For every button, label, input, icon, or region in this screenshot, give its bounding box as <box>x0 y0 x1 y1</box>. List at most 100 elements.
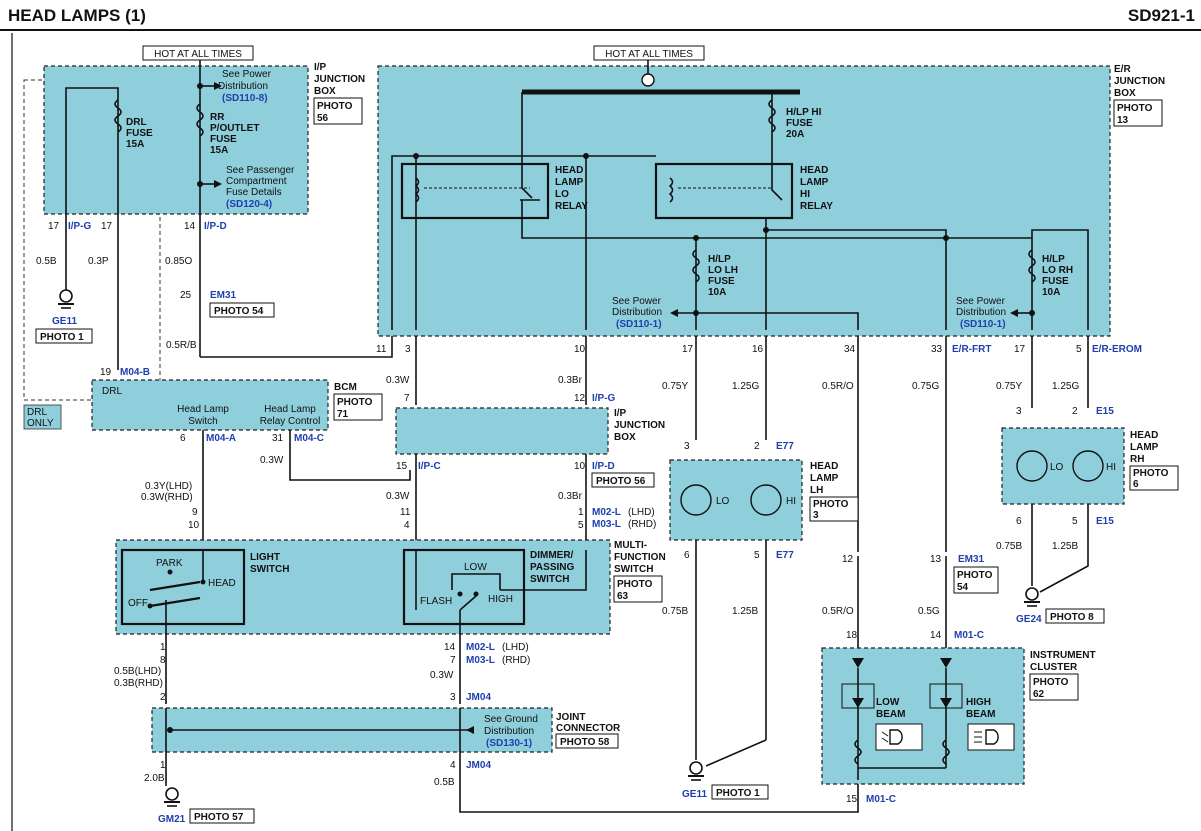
label-pins-p18: 18 <box>846 630 858 641</box>
label-pins-p17a: 17 <box>48 221 60 232</box>
label-pins-p2l: 2 <box>754 441 760 452</box>
hi-beam-bulb-lh-icon <box>750 484 782 516</box>
label-pins-c_m01c2: M01-C <box>866 794 896 805</box>
label-pins-w05b3: 0.5B <box>434 777 455 788</box>
label-pins-c_jm04: JM04 <box>466 692 491 703</box>
label-pins-photo54b-0: PHOTO <box>957 570 993 581</box>
label-pins-w075g: 0.75G <box>912 381 939 392</box>
label-pins-p25: 25 <box>180 290 192 301</box>
label-erjb-lolh_fuse-2: FUSE <box>708 276 735 287</box>
label-pins-p8: 8 <box>160 655 166 666</box>
label-joint-title-0: JOINT <box>556 712 585 723</box>
label-pins-gm21: GM21 <box>158 814 186 825</box>
label-mfs-dimmer-0: DIMMER/ <box>530 550 574 561</box>
drl-only-tag <box>23 404 62 430</box>
label-pins-photo57: PHOTO 57 <box>194 812 244 823</box>
label-pins-c_ipc: I/P-C <box>418 461 441 472</box>
label-erjb-lorh_fuse-2: FUSE <box>1042 276 1069 287</box>
label-erjb-title-0: E/R <box>1114 64 1131 75</box>
label-pins-p10b: 10 <box>574 461 586 472</box>
lo-beam-bulb-lh-icon <box>680 484 712 516</box>
label-cluster-photo-0: PHOTO <box>1033 677 1069 688</box>
label-lamp_rh-title-1: LAMP <box>1130 442 1159 453</box>
label-pins-c_e15b: E15 <box>1096 516 1114 527</box>
label-pins-w03br2: 0.3Br <box>558 491 583 502</box>
label-pins-c_e15: E15 <box>1096 406 1114 417</box>
label-pins-c_m02l: M02-L <box>592 507 621 518</box>
label-erjb-hi_relay-1: LAMP <box>800 177 829 188</box>
label-erjb-lorh_fuse-1: LO RH <box>1042 265 1073 276</box>
label-pins-c_m04a: M04-A <box>206 433 236 444</box>
label-erjb-lolh_fuse-3: 10A <box>708 287 726 298</box>
label-mfs-photo-0: PHOTO <box>617 579 653 590</box>
label-erjb-lolh_fuse-0: H/LP <box>708 254 731 265</box>
label-bcm-drl: DRL <box>102 386 122 397</box>
ground-ge11: GE11 PHOTO 1 <box>35 289 93 344</box>
label-tags-hot2: HOT AT ALL TIMES <box>605 49 693 60</box>
label-pins-p2r: 2 <box>1072 406 1078 417</box>
label-erjb-hi_relay-3: RELAY <box>800 201 833 212</box>
label-pins-p16: 16 <box>752 344 764 355</box>
label-ipjb-see_pass-2: Fuse Details <box>226 187 282 198</box>
label-pins-p2: 2 <box>160 692 166 703</box>
head-lamp-lh: HEAD LAMP LH PHOTO 3 LO HI <box>669 459 859 541</box>
label-pins-c_m02l_s: (LHD) <box>628 507 655 518</box>
low-beam-symbol-icon <box>875 723 923 751</box>
diagram-title: HEAD LAMPS (1) <box>8 6 146 25</box>
label-erjb-lorh_fuse-0: H/LP <box>1042 254 1065 265</box>
label-lamp_lh-title-2: LH <box>810 485 823 496</box>
label-ipjb-title-2: BOX <box>314 86 336 97</box>
label-pins-c_m04c: M04-C <box>294 433 324 444</box>
drl-only-text: DRL <box>27 407 47 418</box>
ip-junction-box-2: I/P JUNCTION BOX <box>395 407 665 455</box>
label-lamp_lh-photo-0: PHOTO <box>813 499 849 510</box>
er-junction-box: E/R JUNCTION BOX PHOTO 13 H/LP HI FUSE 2… <box>377 60 1165 337</box>
label-ipjb-rr_fuse-2: FUSE <box>210 134 237 145</box>
label-joint-photo: PHOTO 58 <box>560 737 610 748</box>
label-pins-w075b: 0.75B <box>662 606 688 617</box>
label-pins-p15b: 15 <box>846 794 858 805</box>
hot-tag-1 <box>142 45 254 61</box>
label-pins-c_m04b: M04-B <box>120 367 150 378</box>
label-pins-p33: 33 <box>931 344 943 355</box>
label-lamp_rh-lo: LO <box>1050 462 1064 473</box>
label-pins-w125b: 1.25B <box>732 606 758 617</box>
label-mfs-flash: FLASH <box>420 596 452 607</box>
label-lamp_lh-title-1: LAMP <box>810 473 839 484</box>
label-erjb-lolh_fuse-1: LO LH <box>708 265 738 276</box>
label-lamp_lh-lo: LO <box>716 496 730 507</box>
label-pins-p10: 10 <box>574 344 586 355</box>
label-mfs-low: LOW <box>464 562 487 573</box>
label-cluster-high-1: BEAM <box>966 709 995 720</box>
label-cluster-high-0: HIGH <box>966 697 991 708</box>
label-pins-c_m02l2: M02-L <box>466 642 495 653</box>
label-mfs-title-0: MULTI- <box>614 540 647 551</box>
label-bcm-title: BCM <box>334 382 357 393</box>
label-pins-c_erfrt: E/R-FRT <box>952 344 991 355</box>
label-pins-w05g: 0.5G <box>918 606 940 617</box>
label-pins-p4b: 4 <box>450 760 456 771</box>
label-pins-w03br: 0.3Br <box>558 375 583 386</box>
label-pins-p12b: 12 <box>842 554 854 565</box>
diagram-code: SD921-1 <box>1128 6 1195 25</box>
multi-function-switch: MULTI- FUNCTION SWITCH PHOTO 63 LIGHT SW… <box>115 539 666 635</box>
label-pins-w03p: 0.3P <box>88 256 109 267</box>
ground-ge24: GE24 PHOTO 8 <box>1016 587 1105 625</box>
label-ipjb-see_pass-0: See Passenger <box>226 165 295 176</box>
drl-only-region <box>23 79 161 401</box>
label-mfs-photo-1: 63 <box>617 591 629 602</box>
label-lamp_rh-title-2: RH <box>1130 454 1144 465</box>
label-ipjb-title-1: JUNCTION <box>314 74 365 85</box>
label-erjb-lo_relay-0: HEAD <box>555 165 583 176</box>
hot-tag-2 <box>593 45 705 61</box>
label-pins-p6l: 6 <box>684 550 690 561</box>
label-pins-w03w: 0.3W <box>386 375 410 386</box>
bcm-module: BCM PHOTO 71 DRL Head Lamp Switch Head L… <box>91 379 383 431</box>
label-pins-c_e77b: E77 <box>776 550 794 561</box>
label-pins-ge11b: GE11 <box>682 789 707 800</box>
label-pins-p3b: 3 <box>450 692 456 703</box>
label-pins-w125g2: 1.25G <box>1052 381 1079 392</box>
label-pins-photo54b-1: 54 <box>957 582 969 593</box>
label-joint-ref: (SD130-1) <box>486 738 532 749</box>
label-pins-w075y2: 0.75Y <box>996 381 1022 392</box>
